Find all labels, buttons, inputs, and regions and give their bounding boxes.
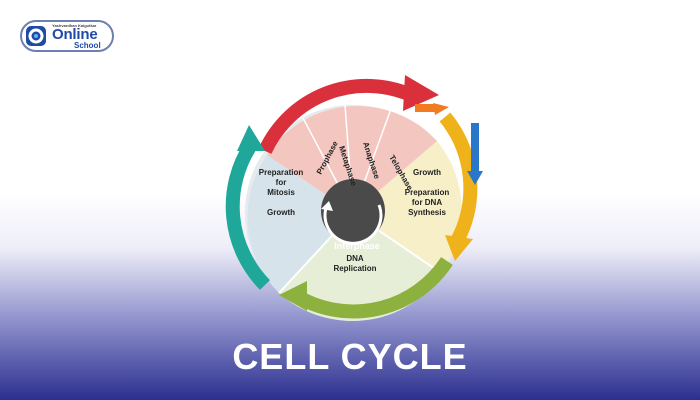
g2-label-line1: Preparation	[259, 168, 304, 177]
g1-label-line1: Preparation	[405, 188, 450, 197]
s-label-line1: DNA	[346, 254, 364, 263]
cell-cycle-diagram: Interphase Prophase Metaphase Anaphase T…	[225, 75, 483, 321]
center-disc	[321, 179, 385, 243]
g1-arrowhead	[445, 235, 473, 261]
g2-label-line2: for	[276, 178, 287, 187]
g2-growth-label: Growth	[267, 208, 295, 217]
g2-arrow-arc	[225, 141, 271, 290]
g1-sector	[353, 141, 462, 273]
logo-tagline: Yashvardhan Kalgutkar	[52, 23, 97, 28]
g2-label-line3: Mitosis	[267, 188, 295, 197]
g1-growth-label: Growth	[413, 168, 441, 177]
center-arrow-icon	[321, 201, 333, 211]
g1-label-line3: Synthesis	[408, 208, 446, 217]
g2-arrowhead	[237, 125, 265, 151]
exit-arrow-icon	[433, 103, 449, 115]
s-arrow-arc	[291, 257, 453, 319]
g1-arrow-arc	[439, 112, 478, 245]
logo-subtitle: School	[74, 41, 101, 50]
mitosis-arrow-arc	[258, 78, 414, 155]
logo-wordmark: Online	[52, 26, 98, 43]
mitosis-arrowhead	[403, 75, 439, 111]
s-label-line2: Replication	[333, 264, 376, 273]
logo-icon	[26, 26, 46, 46]
page-title: CELL CYCLE	[232, 336, 468, 377]
mitosis-sector	[267, 106, 437, 213]
center-label: Interphase	[334, 241, 380, 251]
g0-arrow-icon	[467, 171, 483, 185]
brand-logo: Yashvardhan Kalgutkar Online School	[20, 20, 114, 52]
g1-label-line2: for DNA	[412, 198, 442, 207]
g2-sector	[247, 155, 353, 293]
s-arrowhead	[279, 281, 307, 311]
